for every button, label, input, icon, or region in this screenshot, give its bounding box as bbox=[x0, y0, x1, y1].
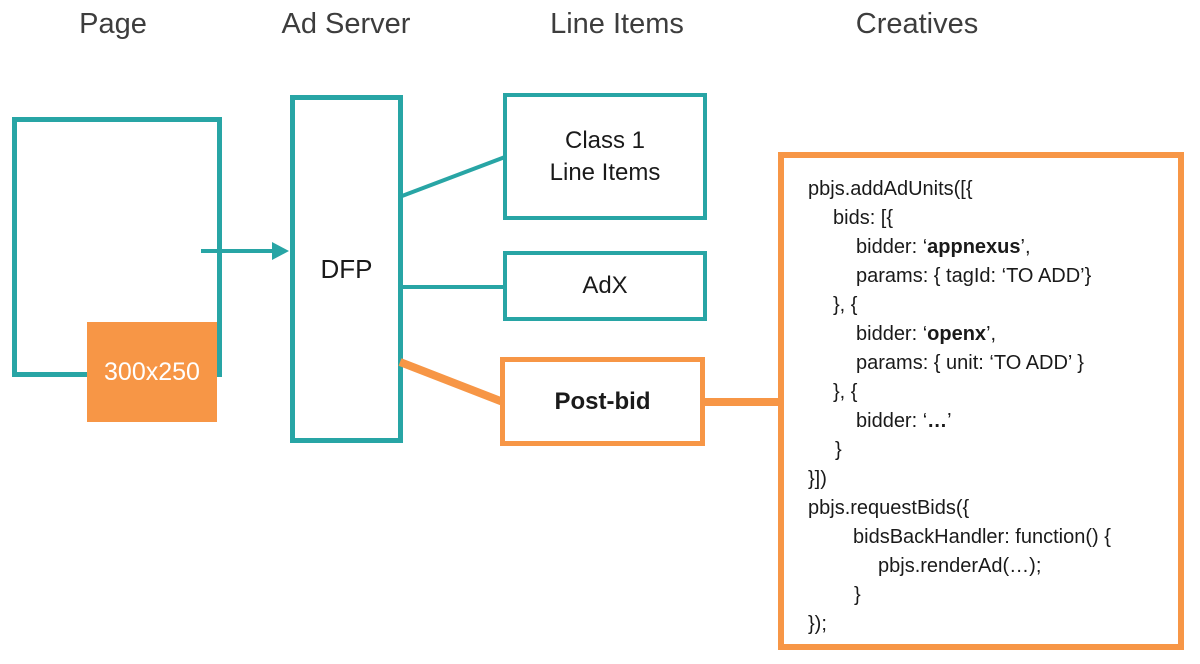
dfp-box: DFP bbox=[290, 95, 403, 443]
code-line: bidder: ‘…’ bbox=[856, 410, 952, 432]
code-line: }, { bbox=[833, 294, 858, 316]
line-dfp-to-class1 bbox=[401, 155, 506, 198]
code-line: bidder: ‘openx’, bbox=[856, 323, 997, 345]
code-line: bids: [{ bbox=[833, 207, 894, 229]
code-line: pbjs.addAdUnits([{ bbox=[808, 178, 973, 200]
page-box: 300x250 bbox=[12, 117, 222, 422]
code-line: }); bbox=[808, 613, 827, 635]
code-block: pbjs.addAdUnits([{ bids: [{ bidder: ‘appne… bbox=[808, 175, 1168, 639]
class1-label-line1: Class 1 bbox=[564, 126, 646, 154]
code-line: params: { unit: ‘TO ADD’ } bbox=[856, 352, 1084, 374]
column-header-ad-server: Ad Server bbox=[281, 8, 411, 40]
column-header-creatives: Creatives bbox=[855, 8, 979, 40]
ad-slot-300x250: 300x250 bbox=[87, 322, 217, 422]
postbid-box: Post-bid bbox=[500, 357, 705, 446]
column-header-page: Page bbox=[79, 8, 147, 40]
code-line: bidder: ‘appnexus’, bbox=[856, 236, 1031, 258]
ad-slot-label: 300x250 bbox=[104, 357, 200, 386]
code-line: } bbox=[854, 584, 861, 606]
creatives-code-box: pbjs.addAdUnits([{ bids: [{ bidder: ‘appne… bbox=[778, 152, 1184, 650]
arrow-page-to-dfp-head bbox=[272, 242, 289, 260]
postbid-label: Post-bid bbox=[554, 387, 651, 415]
column-header-line-items: Line Items bbox=[550, 8, 684, 40]
adx-box: AdX bbox=[503, 251, 707, 321]
code-line: pbjs.requestBids({ bbox=[808, 497, 970, 519]
class1-label-line2: Line Items bbox=[549, 158, 661, 186]
code-line: }]) bbox=[808, 468, 827, 490]
dfp-label: DFP bbox=[320, 253, 373, 284]
adx-label: AdX bbox=[582, 272, 628, 299]
code-line: bidsBackHandler: function() { bbox=[853, 526, 1111, 548]
code-line: pbjs.renderAd(…); bbox=[878, 555, 1042, 577]
class1-line-items-box: Class 1 Line Items bbox=[503, 93, 707, 220]
line-dfp-to-postbid bbox=[398, 358, 505, 406]
code-line: }, { bbox=[833, 381, 858, 403]
code-line: params: { tagId: ‘TO ADD’} bbox=[856, 265, 1092, 287]
code-line: } bbox=[835, 439, 842, 461]
